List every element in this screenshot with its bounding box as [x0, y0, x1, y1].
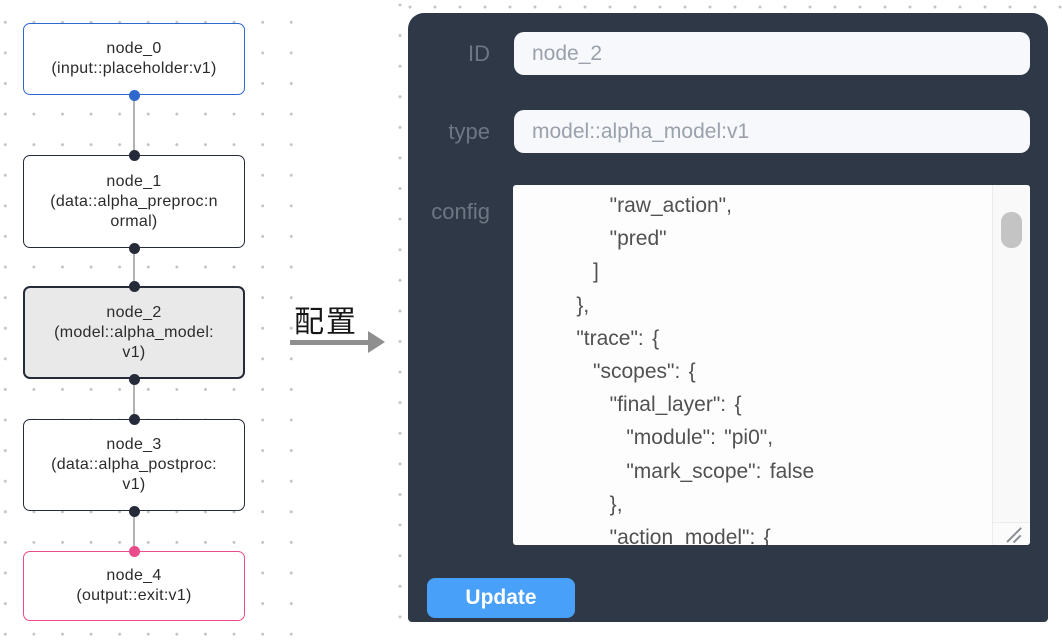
flow-node-1[interactable]: node_1(data::alpha_preproc:normal) [23, 155, 245, 248]
edge-connector [133, 511, 135, 551]
inspector-canvas-dot-grid-top [402, 0, 1062, 13]
connection-handle[interactable] [128, 373, 140, 385]
edge-connector [133, 379, 135, 419]
node-subtitle: (output::exit:v1) [76, 587, 192, 604]
config-scrollbar-thumb[interactable] [1001, 212, 1022, 248]
flow-node-2[interactable]: node_2(model::alpha_model:v1) [23, 286, 245, 379]
node-title: node_4 [106, 567, 162, 584]
connection-handle[interactable] [128, 505, 140, 517]
resize-grip-icon [1012, 534, 1022, 543]
type-field-label: type [448, 119, 490, 144]
connection-handle[interactable] [128, 242, 140, 254]
node-subtitle: (data::alpha_postproc:v1) [51, 456, 217, 493]
node-title: node_0 [106, 40, 162, 57]
connection-handle[interactable] [128, 89, 140, 101]
node-subtitle: (model::alpha_model:v1) [54, 323, 214, 361]
config-field-label: config [431, 199, 490, 224]
config-json-text[interactable]: "raw_action", "pred" ] }, "trace": { "sc… [576, 194, 815, 545]
connection-handle[interactable] [128, 545, 140, 557]
inspector-canvas-dot-grid-left [394, 0, 407, 622]
node-title: node_2 [106, 303, 162, 321]
connection-handle[interactable] [128, 280, 140, 292]
arrow-icon [290, 340, 370, 345]
update-button[interactable]: Update [427, 578, 575, 618]
edge-connector [133, 95, 135, 155]
id-input[interactable] [514, 32, 1030, 75]
config-editor[interactable]: "raw_action", "pred" ] }, "trace": { "sc… [513, 185, 1030, 545]
node-title: node_1 [106, 172, 162, 190]
config-resize-handle[interactable] [992, 522, 1030, 545]
connection-handle[interactable] [128, 149, 140, 161]
flow-node-3[interactable]: node_3(data::alpha_postproc:v1) [23, 419, 245, 511]
edge-connector [133, 248, 135, 286]
type-input[interactable] [514, 110, 1030, 153]
flow-node-4[interactable]: node_4(output::exit:v1) [23, 551, 245, 621]
flow-node-0[interactable]: node_0(input::placeholder:v1) [23, 23, 245, 95]
node-subtitle: (data::alpha_preproc:normal) [50, 192, 218, 230]
connection-handle[interactable] [128, 413, 140, 425]
configure-annotation-label: 配置 [294, 306, 358, 339]
node-subtitle: (input::placeholder:v1) [51, 60, 217, 77]
node-title: node_3 [106, 436, 162, 453]
arrow-head-icon [368, 331, 385, 353]
id-field-label: ID [468, 41, 490, 66]
